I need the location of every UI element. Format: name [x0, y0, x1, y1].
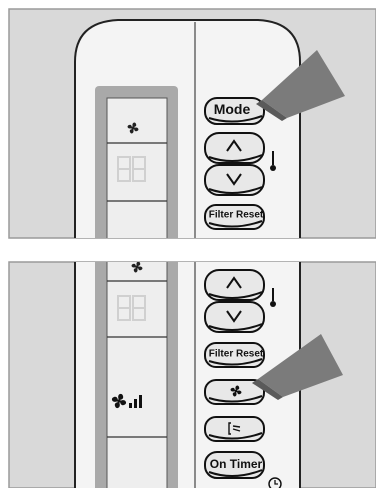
temperature-down-button[interactable] [205, 302, 264, 332]
filter-reset-button-label: Filter Reset [209, 349, 264, 360]
temperature-up-button[interactable] [205, 270, 264, 300]
display-screen [107, 250, 167, 488]
filter-reset-button-label: Filter Reset [209, 210, 264, 221]
airflow-direction-button[interactable] [205, 417, 264, 441]
mode-button-label: Mode [214, 101, 251, 117]
filter-reset-button[interactable]: Filter Reset [205, 205, 264, 229]
on-timer-button[interactable]: On Timer [205, 452, 264, 478]
display-screen [107, 98, 167, 248]
temperature-up-button[interactable] [205, 133, 264, 163]
on-timer-button-label: On Timer [210, 457, 263, 471]
filter-reset-button[interactable]: Filter Reset [205, 343, 264, 367]
bottom-panel: Filter Reset [0, 246, 376, 488]
mode-button[interactable]: Mode [205, 98, 264, 124]
temperature-down-button[interactable] [205, 165, 264, 195]
top-panel: Mode Filter Re [0, 0, 376, 260]
